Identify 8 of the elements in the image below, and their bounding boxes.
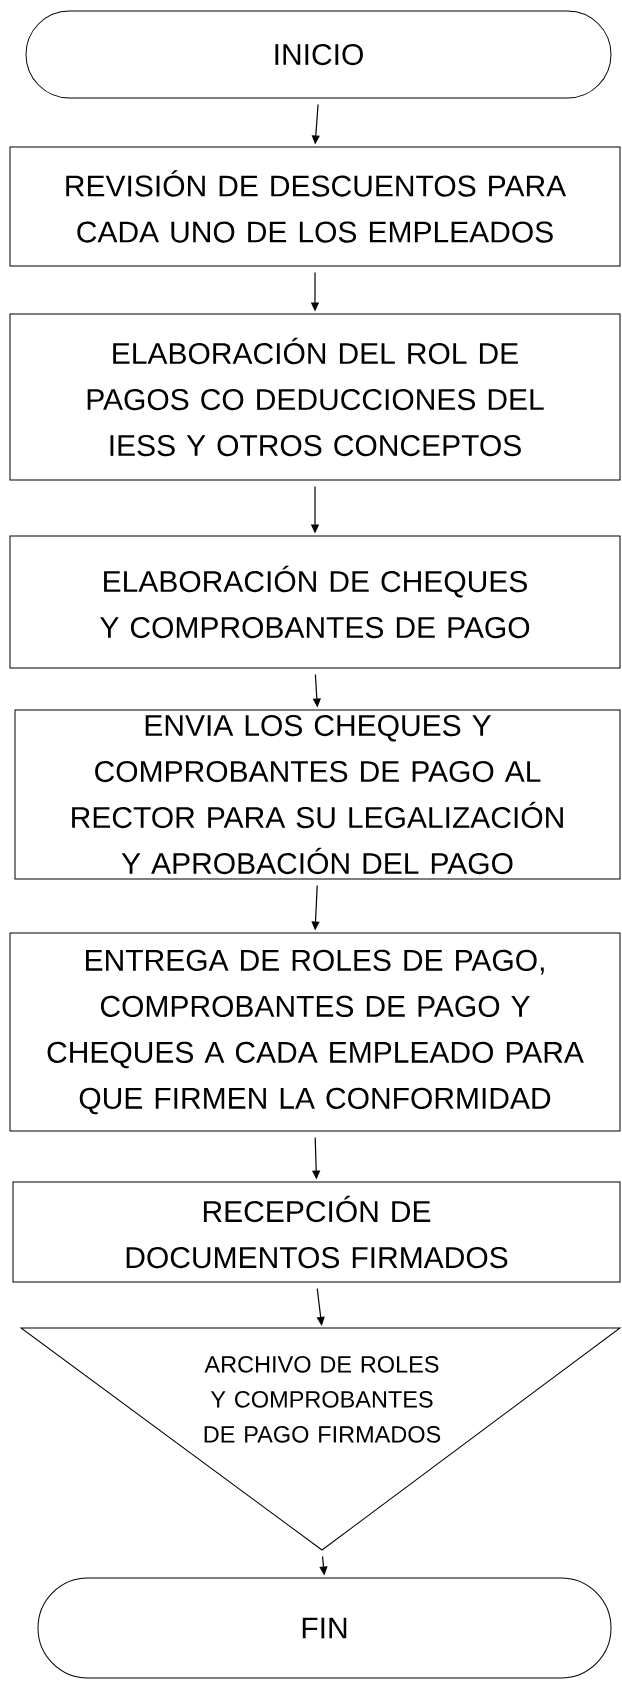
merge-triangle: ARCHIVO DE ROLES Y COMPROBANTES DE PAGO FIRMADOS [20, 1327, 621, 1551]
process-box: RECEPCIÓN DE DOCUMENTOS FIRMADOS [12, 1181, 621, 1283]
process-box: REVISIÓN DE DESCUENTOS PARA CADA UNO DE LOS EMPLEADOS [9, 146, 621, 267]
arrow [316, 1287, 325, 1326]
process-box: ELABORACIÓN DE CHEQUES Y COMPROBANTES DE PAGO [9, 535, 621, 669]
process-box: ELABORACIÓN DEL ROL DE PAGOS CO DEDUCCIONES DEL IESS Y OTROS CONCEPTOS [9, 313, 621, 481]
process-box: ENVIA LOS CHEQUES Y COMPROBANTES DE PAGO AL RECTOR PARA SU LEGALIZACIÓN Y APROBACIÓN DEL PAGO [14, 709, 621, 880]
process-box: ENTREGA DE ROLES DE PAGO, COMPROBANTES DE PAGO Y CHEQUES A CADA EMPLEADO PARA QUE FIRMEN LA CONFORMIDAD [9, 932, 621, 1132]
